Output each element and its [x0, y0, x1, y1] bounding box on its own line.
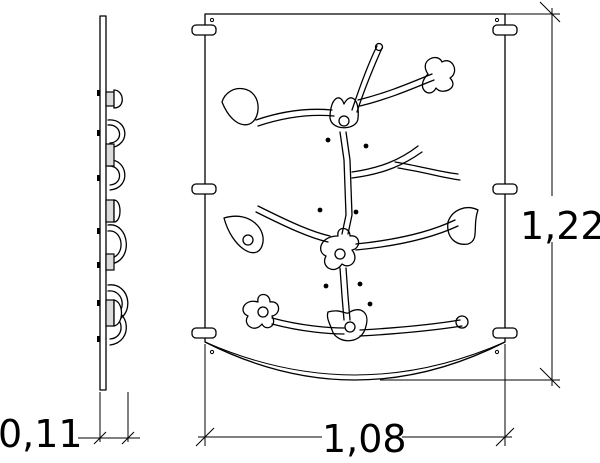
center-flower: [320, 227, 360, 271]
branch-tubes: [255, 42, 469, 337]
depth-dimension: 0,11: [0, 412, 140, 456]
front-panel-outline: [204, 13, 506, 381]
width-dimension: 1,08: [195, 344, 515, 461]
bolt-dots: [317, 137, 373, 307]
height-label: 1,22: [520, 204, 600, 248]
lower-center-tulip: [326, 309, 368, 342]
lower-left-flower: [242, 293, 280, 329]
side-view-bolts: [97, 90, 100, 342]
mid-right-leaf: [447, 207, 479, 245]
side-view: [97, 15, 129, 442]
top-left-leaf: [221, 87, 259, 126]
front-view: [191, 13, 518, 381]
mid-left-leaf: [223, 215, 264, 254]
top-center-tulip: [329, 97, 359, 129]
side-view-fittings: [105, 89, 123, 327]
height-dimension: 1,22: [380, 1, 600, 389]
top-right-flower: [421, 57, 456, 94]
width-label: 1,08: [322, 417, 407, 461]
depth-label: 0,11: [0, 412, 83, 456]
mounting-brackets: [191, 24, 518, 339]
